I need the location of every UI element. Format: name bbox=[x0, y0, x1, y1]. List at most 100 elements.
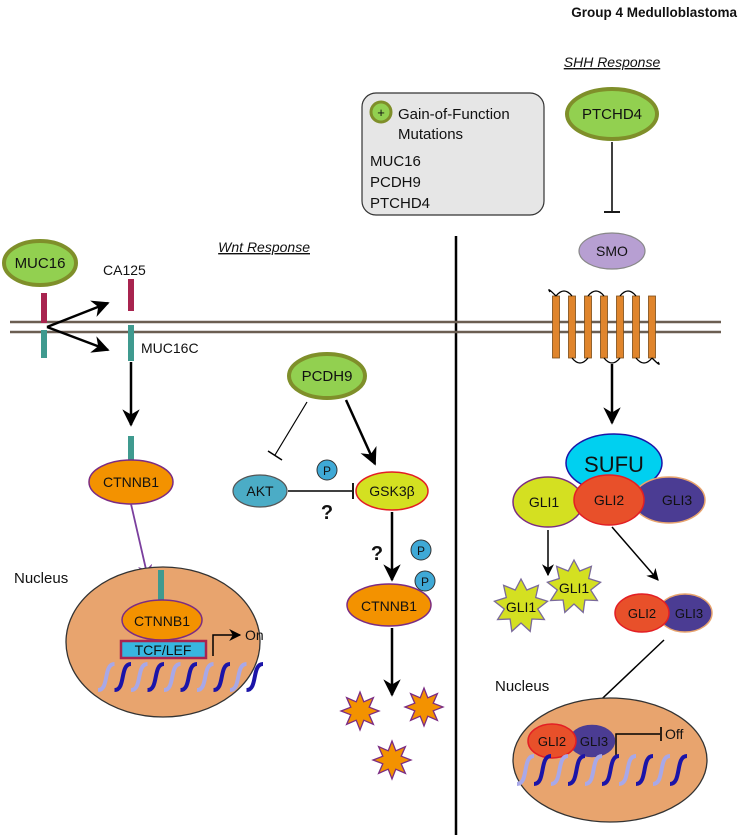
smo-loop bbox=[555, 290, 573, 297]
cleavage-arrow-muc16c bbox=[46, 325, 110, 353]
dna-strand-back bbox=[584, 754, 603, 786]
dna-strand-front bbox=[179, 662, 198, 692]
degraded-gli1-label: GLI1 bbox=[559, 580, 590, 596]
wnt-nucleus-label: Nucleus bbox=[14, 570, 68, 587]
dna-strand-front bbox=[567, 754, 586, 786]
degraded-ctnnb1-fragment bbox=[403, 686, 445, 728]
legend-gene-3: PTCHD4 bbox=[370, 195, 430, 212]
gli1-label: GLI1 bbox=[529, 494, 560, 510]
ctnnb1-nucleus-bar bbox=[158, 570, 164, 602]
gli3-label: GLI3 bbox=[662, 492, 693, 508]
shh-response-heading: SHH Response bbox=[564, 54, 661, 70]
gli2-nucleus-node bbox=[527, 723, 577, 759]
smo-transmembrane-helix bbox=[648, 295, 656, 359]
degraded-ctnnb1 bbox=[339, 686, 445, 781]
muc16-node bbox=[2, 239, 78, 287]
degraded-gli1-fragment bbox=[493, 577, 549, 633]
degraded-ctnnb1-fragment bbox=[339, 690, 381, 732]
sufu-label: SUFU bbox=[584, 452, 644, 477]
smo-c-terminus bbox=[651, 357, 660, 365]
gsk3b-label: GSK3β bbox=[369, 483, 414, 499]
phospho-akt-gsk bbox=[316, 459, 338, 481]
smo-loop bbox=[619, 290, 637, 297]
ca125-bar bbox=[128, 279, 134, 311]
ctnnb1-nucleus-label: CTNNB1 bbox=[134, 613, 190, 629]
legend-heading-line2: Mutations bbox=[398, 126, 463, 143]
phospho-gsk-ctnnb1 bbox=[410, 539, 432, 561]
pcdh9-activates-gsk3b bbox=[344, 399, 377, 466]
pcdh9-inhibits-akt-bar bbox=[267, 450, 283, 461]
gli3-nucleus-label: GLI3 bbox=[580, 734, 608, 749]
legend-heading-line1: Gain-of-Function bbox=[398, 106, 510, 123]
shh-nucleus bbox=[512, 697, 708, 823]
smo-loop bbox=[571, 357, 589, 364]
smo-loop bbox=[587, 290, 605, 297]
gsk3b-node bbox=[355, 471, 429, 511]
smo-loop bbox=[635, 357, 653, 364]
gli2-node bbox=[573, 474, 645, 526]
degraded-gli1-fragment bbox=[546, 558, 602, 614]
legend-symbol: + bbox=[377, 105, 385, 120]
phospho-ctnnb1-label: P bbox=[421, 575, 429, 589]
dna-strand-front bbox=[669, 754, 688, 786]
question-gsk-ctnnb1: ? bbox=[371, 543, 383, 565]
degraded-gli1-label: GLI1 bbox=[506, 599, 537, 615]
smo-seven-transmembrane-receptor bbox=[548, 289, 660, 365]
ctnnb1-nuclear-translocation-arrow bbox=[130, 503, 153, 580]
smo-transmembrane-helix bbox=[552, 295, 560, 359]
transcription-on-arrow bbox=[212, 629, 242, 656]
tcf-lef-label: TCF/LEF bbox=[135, 642, 192, 658]
ca125-label: CA125 bbox=[103, 262, 146, 278]
dna-strand-front bbox=[212, 662, 231, 692]
akt-node bbox=[232, 474, 288, 508]
transcription-off-line bbox=[615, 733, 660, 755]
dna-strand-front bbox=[245, 662, 264, 692]
question-akt-gsk: ? bbox=[321, 502, 333, 524]
ptchd4-node bbox=[565, 87, 659, 141]
phospho-ctnnb1 bbox=[414, 570, 436, 592]
ctnnb1-phospho-label: CTNNB1 bbox=[361, 598, 417, 614]
phospho-gsk-ctnnb1-label: P bbox=[417, 544, 425, 558]
pcdh9-label: PCDH9 bbox=[302, 368, 353, 385]
pcdh9-inhibits-akt bbox=[274, 401, 308, 456]
gli2-repressor-label: GLI2 bbox=[628, 606, 656, 621]
smo-loop bbox=[603, 357, 621, 364]
dna-strand-back bbox=[652, 754, 671, 786]
gli2-repressor-node bbox=[614, 593, 670, 633]
dna-strand-front bbox=[601, 754, 620, 786]
ctnnb1-phospho-node bbox=[346, 583, 432, 627]
wnt-dna-helix bbox=[97, 662, 264, 692]
smo-transmembrane-helix bbox=[568, 295, 576, 359]
legend-gene-1: MUC16 bbox=[370, 153, 421, 170]
dna-strand-front bbox=[533, 754, 552, 786]
dna-strand-back bbox=[196, 662, 215, 692]
smo-n-terminus bbox=[548, 289, 557, 297]
dna-strand-back bbox=[550, 754, 569, 786]
dna-strand-back bbox=[618, 754, 637, 786]
phospho-akt-gsk-label: P bbox=[323, 464, 331, 478]
muc16-label: MUC16 bbox=[15, 255, 66, 272]
muc16-extracellular-bar bbox=[41, 293, 47, 323]
dna-strand-back bbox=[97, 662, 116, 692]
gli2-nucleus-label: GLI2 bbox=[538, 734, 566, 749]
degraded-ctnnb1-fragment bbox=[371, 739, 413, 781]
shh-dna-helix bbox=[516, 754, 688, 786]
dna-strand-back bbox=[229, 662, 248, 692]
pcdh9-node bbox=[287, 352, 367, 400]
figure-title: Group 4 Medulloblastoma bbox=[571, 5, 737, 20]
dna-strand-back bbox=[163, 662, 182, 692]
transcription-on-label: On bbox=[245, 627, 264, 643]
muc16-intracellular-bar bbox=[41, 330, 47, 358]
muc16c-bar bbox=[128, 325, 134, 361]
wnt-response-heading: Wnt Response bbox=[218, 239, 310, 255]
smo-transmembrane-helix bbox=[616, 295, 624, 359]
gli-repressor-arrow bbox=[611, 526, 659, 581]
ptchd4-label: PTCHD4 bbox=[582, 106, 642, 123]
ctnnb1-cytoplasm-label: CTNNB1 bbox=[103, 474, 159, 490]
smo-transmembrane-helix bbox=[632, 295, 640, 359]
dna-strand-front bbox=[113, 662, 132, 692]
ctnnb1-muc16c-bar bbox=[128, 436, 134, 462]
dna-strand-back bbox=[130, 662, 149, 692]
tcf-lef-box bbox=[119, 639, 208, 660]
